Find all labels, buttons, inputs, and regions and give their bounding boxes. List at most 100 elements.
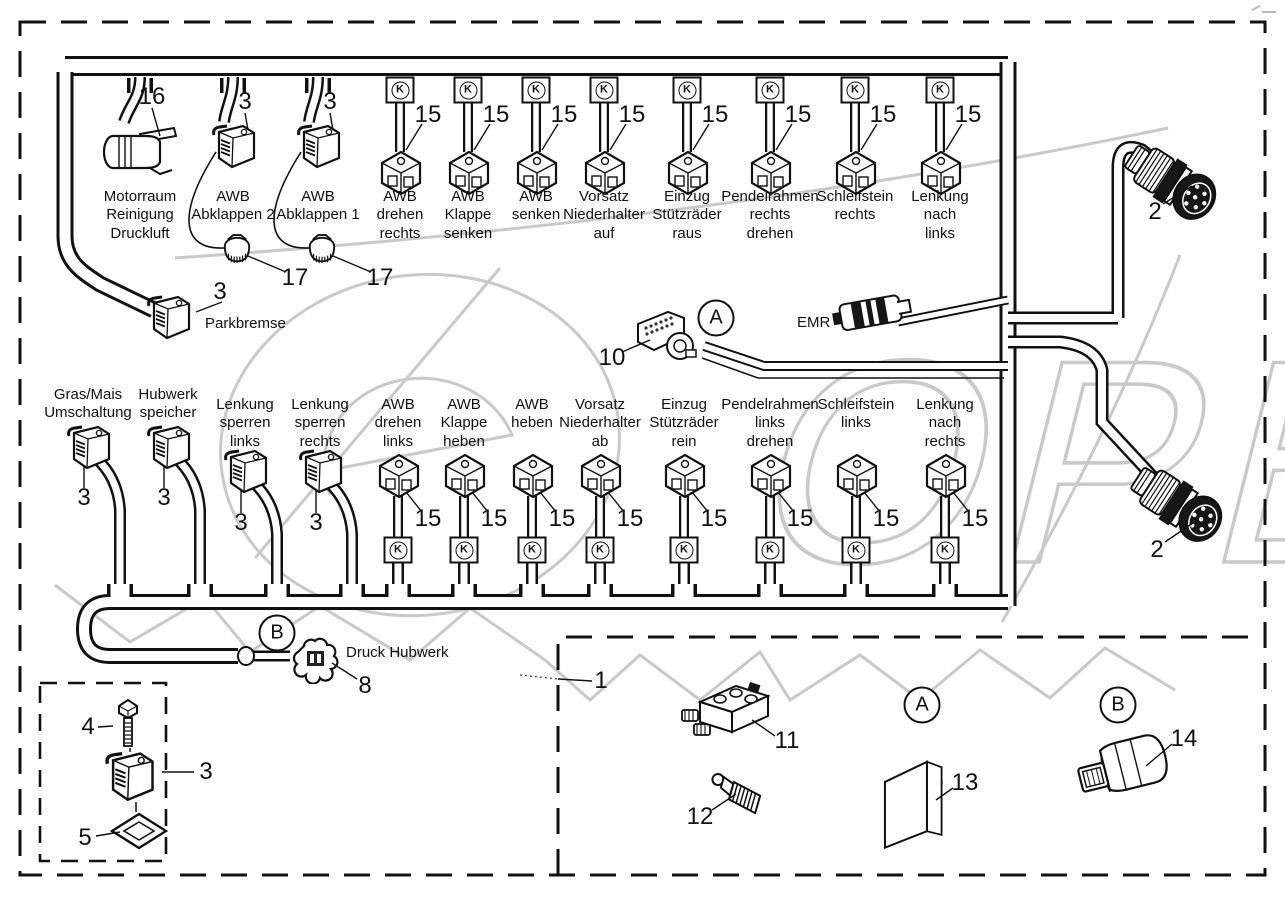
part-number: 15 xyxy=(482,101,510,128)
connector-label: AWB Abklappen 2 xyxy=(191,188,275,224)
part-number: 14 xyxy=(1170,725,1198,752)
valve-coil-tag: K xyxy=(449,536,479,564)
part-number: 3 xyxy=(323,88,337,115)
part-number: 15 xyxy=(961,505,989,532)
round-plug-icon xyxy=(223,234,251,265)
connector-label: Einzug Stützräder rein xyxy=(649,396,719,450)
part-number: 3 xyxy=(157,484,171,511)
k-symbol: K xyxy=(931,81,949,99)
valve-coil-tag: K xyxy=(589,76,619,104)
ferrule-icon xyxy=(237,646,255,666)
part-number: 3 xyxy=(199,758,213,785)
part-number: 15 xyxy=(480,505,508,532)
kit-plug-icon xyxy=(105,751,155,802)
valve-plug-icon xyxy=(512,453,554,499)
part-number: 15 xyxy=(618,101,646,128)
part-number: 15 xyxy=(869,101,897,128)
valve-coil-tag: K xyxy=(841,536,871,564)
connector-label: Vorsatz Niederhalter auf xyxy=(563,188,645,242)
connector-label: AWB Klappe heben xyxy=(440,396,488,450)
part-number: 15 xyxy=(786,505,814,532)
part-number: 12 xyxy=(686,803,714,830)
connector-label: AWB senken xyxy=(511,188,561,224)
parkbremse-plug-icon xyxy=(147,295,191,340)
valve-coil-tag: K xyxy=(385,76,415,104)
threaded-plug-icon xyxy=(705,771,764,815)
label-parkbremse: Parkbremse xyxy=(205,315,286,332)
part-number: 15 xyxy=(414,505,442,532)
connector-glyphs xyxy=(67,124,1231,850)
part-number: 15 xyxy=(548,505,576,532)
valve-plug-icon xyxy=(580,453,622,499)
k-symbol: K xyxy=(527,81,545,99)
din-plug-icon xyxy=(67,425,111,470)
corner-mark xyxy=(1251,5,1276,13)
part-number: 3 xyxy=(77,484,91,511)
connector-label: Pendelrahmen rechts drehen xyxy=(721,188,819,242)
connector-label: AWB Abklappen 1 xyxy=(276,188,360,224)
part-number: 3 xyxy=(238,88,252,115)
valve-plug-icon xyxy=(664,453,706,499)
round-plug-icon xyxy=(308,234,336,265)
round-connector-icon xyxy=(1117,135,1225,228)
part-number: 15 xyxy=(414,101,442,128)
valve-plug-icon xyxy=(444,453,486,499)
part-number: 3 xyxy=(309,509,323,536)
part-number: 15 xyxy=(550,101,578,128)
valve-coil-tag: K xyxy=(672,76,702,104)
k-symbol: K xyxy=(459,81,477,99)
cover-box-icon xyxy=(883,760,943,849)
k-symbol: K xyxy=(847,541,865,559)
part-number: 15 xyxy=(701,101,729,128)
part-number: 16 xyxy=(138,83,166,110)
connector-label: Gras/Mais Umschaltung xyxy=(44,386,132,422)
valve-coil-tag: K xyxy=(453,76,483,104)
part-number: 15 xyxy=(954,101,982,128)
connector-label: Lenkung sperren links xyxy=(216,396,274,450)
valve-plug-icon xyxy=(378,453,420,499)
part-number: 5 xyxy=(78,824,92,851)
part-number: 15 xyxy=(700,505,728,532)
k-symbol: K xyxy=(761,541,779,559)
part-number: 15 xyxy=(616,505,644,532)
marker-b: B xyxy=(258,614,296,652)
valve-coil-tag: K xyxy=(521,76,551,104)
part-number: 2 xyxy=(1150,536,1164,563)
cylindrical-plug-icon xyxy=(102,126,178,176)
din-plug-icon xyxy=(224,449,268,494)
valve-coil-tag: K xyxy=(755,76,785,104)
harness-wires xyxy=(56,56,1169,664)
connector-label: Motorraum Reinigung Druckluft xyxy=(103,188,177,242)
part-number: 3 xyxy=(213,278,227,305)
sensor-connector-icon xyxy=(1072,730,1172,801)
part-number: 17 xyxy=(281,264,309,291)
k-symbol: K xyxy=(936,541,954,559)
connector-label: Einzug Stützräder raus xyxy=(652,188,722,242)
label-emr: EMR xyxy=(797,314,831,331)
connector-label: Hubwerk speicher xyxy=(138,386,198,422)
valve-coil-tag: K xyxy=(383,536,413,564)
druck-hubwerk-plug-icon xyxy=(292,637,339,684)
k-symbol: K xyxy=(523,541,541,559)
k-symbol: K xyxy=(389,541,407,559)
connector-label: AWB drehen links xyxy=(374,396,422,450)
k-symbol: K xyxy=(761,81,779,99)
marker-a: A xyxy=(697,299,735,337)
valve-coil-tag: K xyxy=(585,536,615,564)
k-symbol: K xyxy=(591,541,609,559)
valve-coil-tag: K xyxy=(840,76,870,104)
diagram-borders xyxy=(18,20,1267,877)
valve-coil-tag: K xyxy=(925,76,955,104)
part-number: 2 xyxy=(1148,198,1162,225)
label-druck-hubwerk: Druck Hubwerk xyxy=(346,644,449,661)
din-plug-icon xyxy=(297,124,341,169)
connector-label: Vorsatz Niederhalter ab xyxy=(559,396,641,450)
part-number: 17 xyxy=(366,264,394,291)
connector-label: AWB drehen rechts xyxy=(376,188,424,242)
leader-lines xyxy=(83,107,1197,837)
seal-icon xyxy=(110,812,168,850)
connector-label: Schleifstein rechts xyxy=(816,188,894,224)
manifold-block-icon xyxy=(681,681,769,736)
